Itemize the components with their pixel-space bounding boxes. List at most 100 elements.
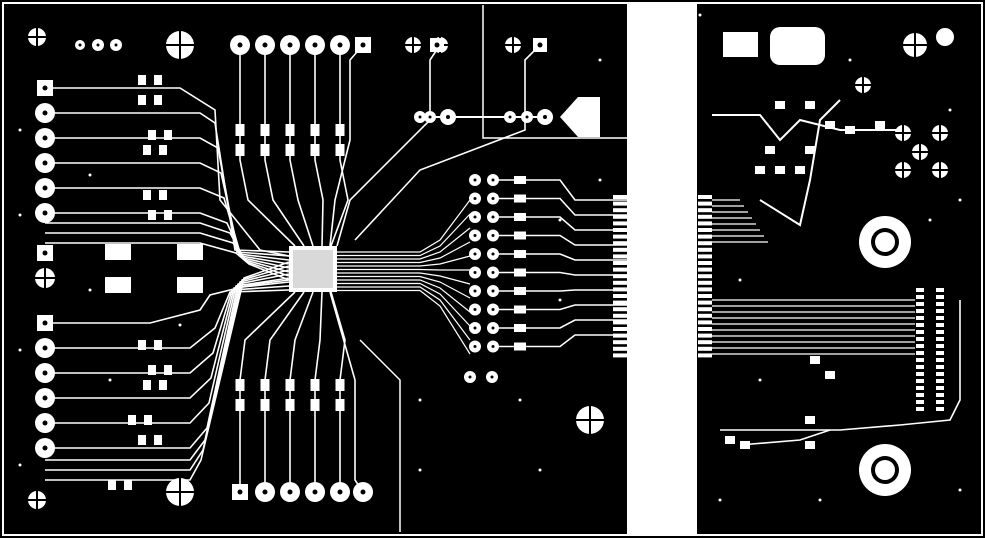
smd-component — [154, 340, 162, 350]
voltage-regulator — [560, 97, 600, 137]
signal-trace — [314, 291, 323, 492]
via — [18, 348, 22, 352]
smd-component — [235, 379, 245, 391]
connector-pin — [916, 372, 924, 376]
signal-trace — [45, 277, 290, 424]
signal-trace — [45, 279, 290, 324]
connector-pin — [916, 323, 924, 327]
edge-finger — [698, 261, 712, 265]
signal-trace — [45, 265, 290, 471]
smd-component — [260, 124, 270, 136]
smd-component — [154, 75, 162, 85]
smd-component — [335, 379, 345, 391]
smd-component — [775, 166, 785, 174]
edge-finger — [613, 287, 627, 292]
smd-component — [805, 441, 815, 449]
via — [108, 378, 112, 382]
via — [558, 298, 562, 302]
edge-finger — [613, 208, 627, 213]
drill-hole — [42, 85, 48, 91]
smd-component — [310, 399, 320, 411]
drill-hole — [262, 489, 268, 495]
smd-component — [775, 101, 785, 109]
connector-pin — [936, 302, 944, 306]
power-jack — [770, 27, 825, 65]
drill-hole — [543, 115, 547, 119]
edge-finger — [698, 274, 712, 279]
via — [958, 488, 962, 492]
edge-finger — [613, 327, 627, 331]
signal-trace — [45, 269, 290, 461]
thermal-relief — [505, 37, 521, 53]
smd-component — [765, 146, 775, 154]
signal-trace — [337, 272, 471, 285]
edge-finger — [613, 300, 627, 305]
smd-component — [285, 379, 295, 391]
edge-finger — [613, 234, 627, 239]
drill-hole — [473, 215, 477, 219]
edge-finger — [698, 294, 712, 298]
edge-finger — [613, 201, 627, 206]
signal-trace — [264, 45, 305, 247]
connector-pin — [936, 316, 944, 320]
signal-trace — [329, 44, 364, 247]
smd-component — [845, 126, 855, 134]
connector-pin — [916, 386, 924, 390]
signal-trace — [45, 222, 290, 273]
component-layer — [18, 13, 962, 509]
drill-hole — [473, 345, 477, 348]
edge-finger — [698, 221, 712, 226]
edge-finger — [613, 294, 627, 298]
drill-hole — [42, 395, 48, 401]
edge-finger — [698, 313, 712, 318]
drill-hole — [42, 135, 48, 141]
mcu-chip — [289, 246, 337, 292]
drill-hole — [42, 370, 48, 376]
drill-hole — [491, 234, 495, 237]
connector-pin — [916, 330, 924, 334]
edge-finger — [698, 241, 712, 246]
edge-finger — [613, 353, 627, 358]
smd-component — [235, 124, 245, 136]
drill-hole — [42, 420, 48, 426]
thermal-relief — [576, 406, 604, 434]
smd-component — [335, 144, 345, 156]
smd-component — [164, 210, 172, 220]
smd-pad — [514, 213, 526, 221]
smd-component — [285, 124, 295, 136]
smd-component — [805, 416, 815, 424]
drill-hole — [312, 489, 318, 495]
drill-hole — [237, 489, 243, 495]
via — [598, 58, 602, 62]
thermal-relief — [932, 162, 948, 178]
smd-pad — [514, 268, 526, 277]
signal-trace — [289, 45, 314, 247]
drill-hole — [360, 489, 366, 495]
smd-component — [159, 145, 167, 155]
drill-hole — [508, 115, 512, 119]
signal-trace — [45, 212, 290, 269]
via — [18, 213, 22, 217]
smd-pad — [514, 176, 526, 184]
signal-trace — [45, 273, 290, 449]
smd-component — [825, 121, 835, 129]
via — [88, 173, 92, 177]
thermal-relief — [166, 31, 194, 59]
drill-hole — [468, 375, 472, 379]
bus-trace — [493, 304, 627, 311]
drill-hole — [446, 115, 450, 119]
drill-hole — [473, 234, 477, 237]
signal-trace — [330, 291, 346, 492]
connector-pin — [936, 323, 944, 327]
edge-finger — [698, 247, 712, 252]
drill-hole — [473, 289, 477, 293]
connector-pin — [936, 351, 944, 355]
drill-hole — [42, 185, 48, 191]
mounting-hole — [936, 28, 954, 46]
mounting-ring-center — [875, 232, 895, 252]
edge-finger — [698, 327, 712, 331]
edge-finger — [698, 300, 712, 305]
connector-pin — [916, 302, 924, 306]
